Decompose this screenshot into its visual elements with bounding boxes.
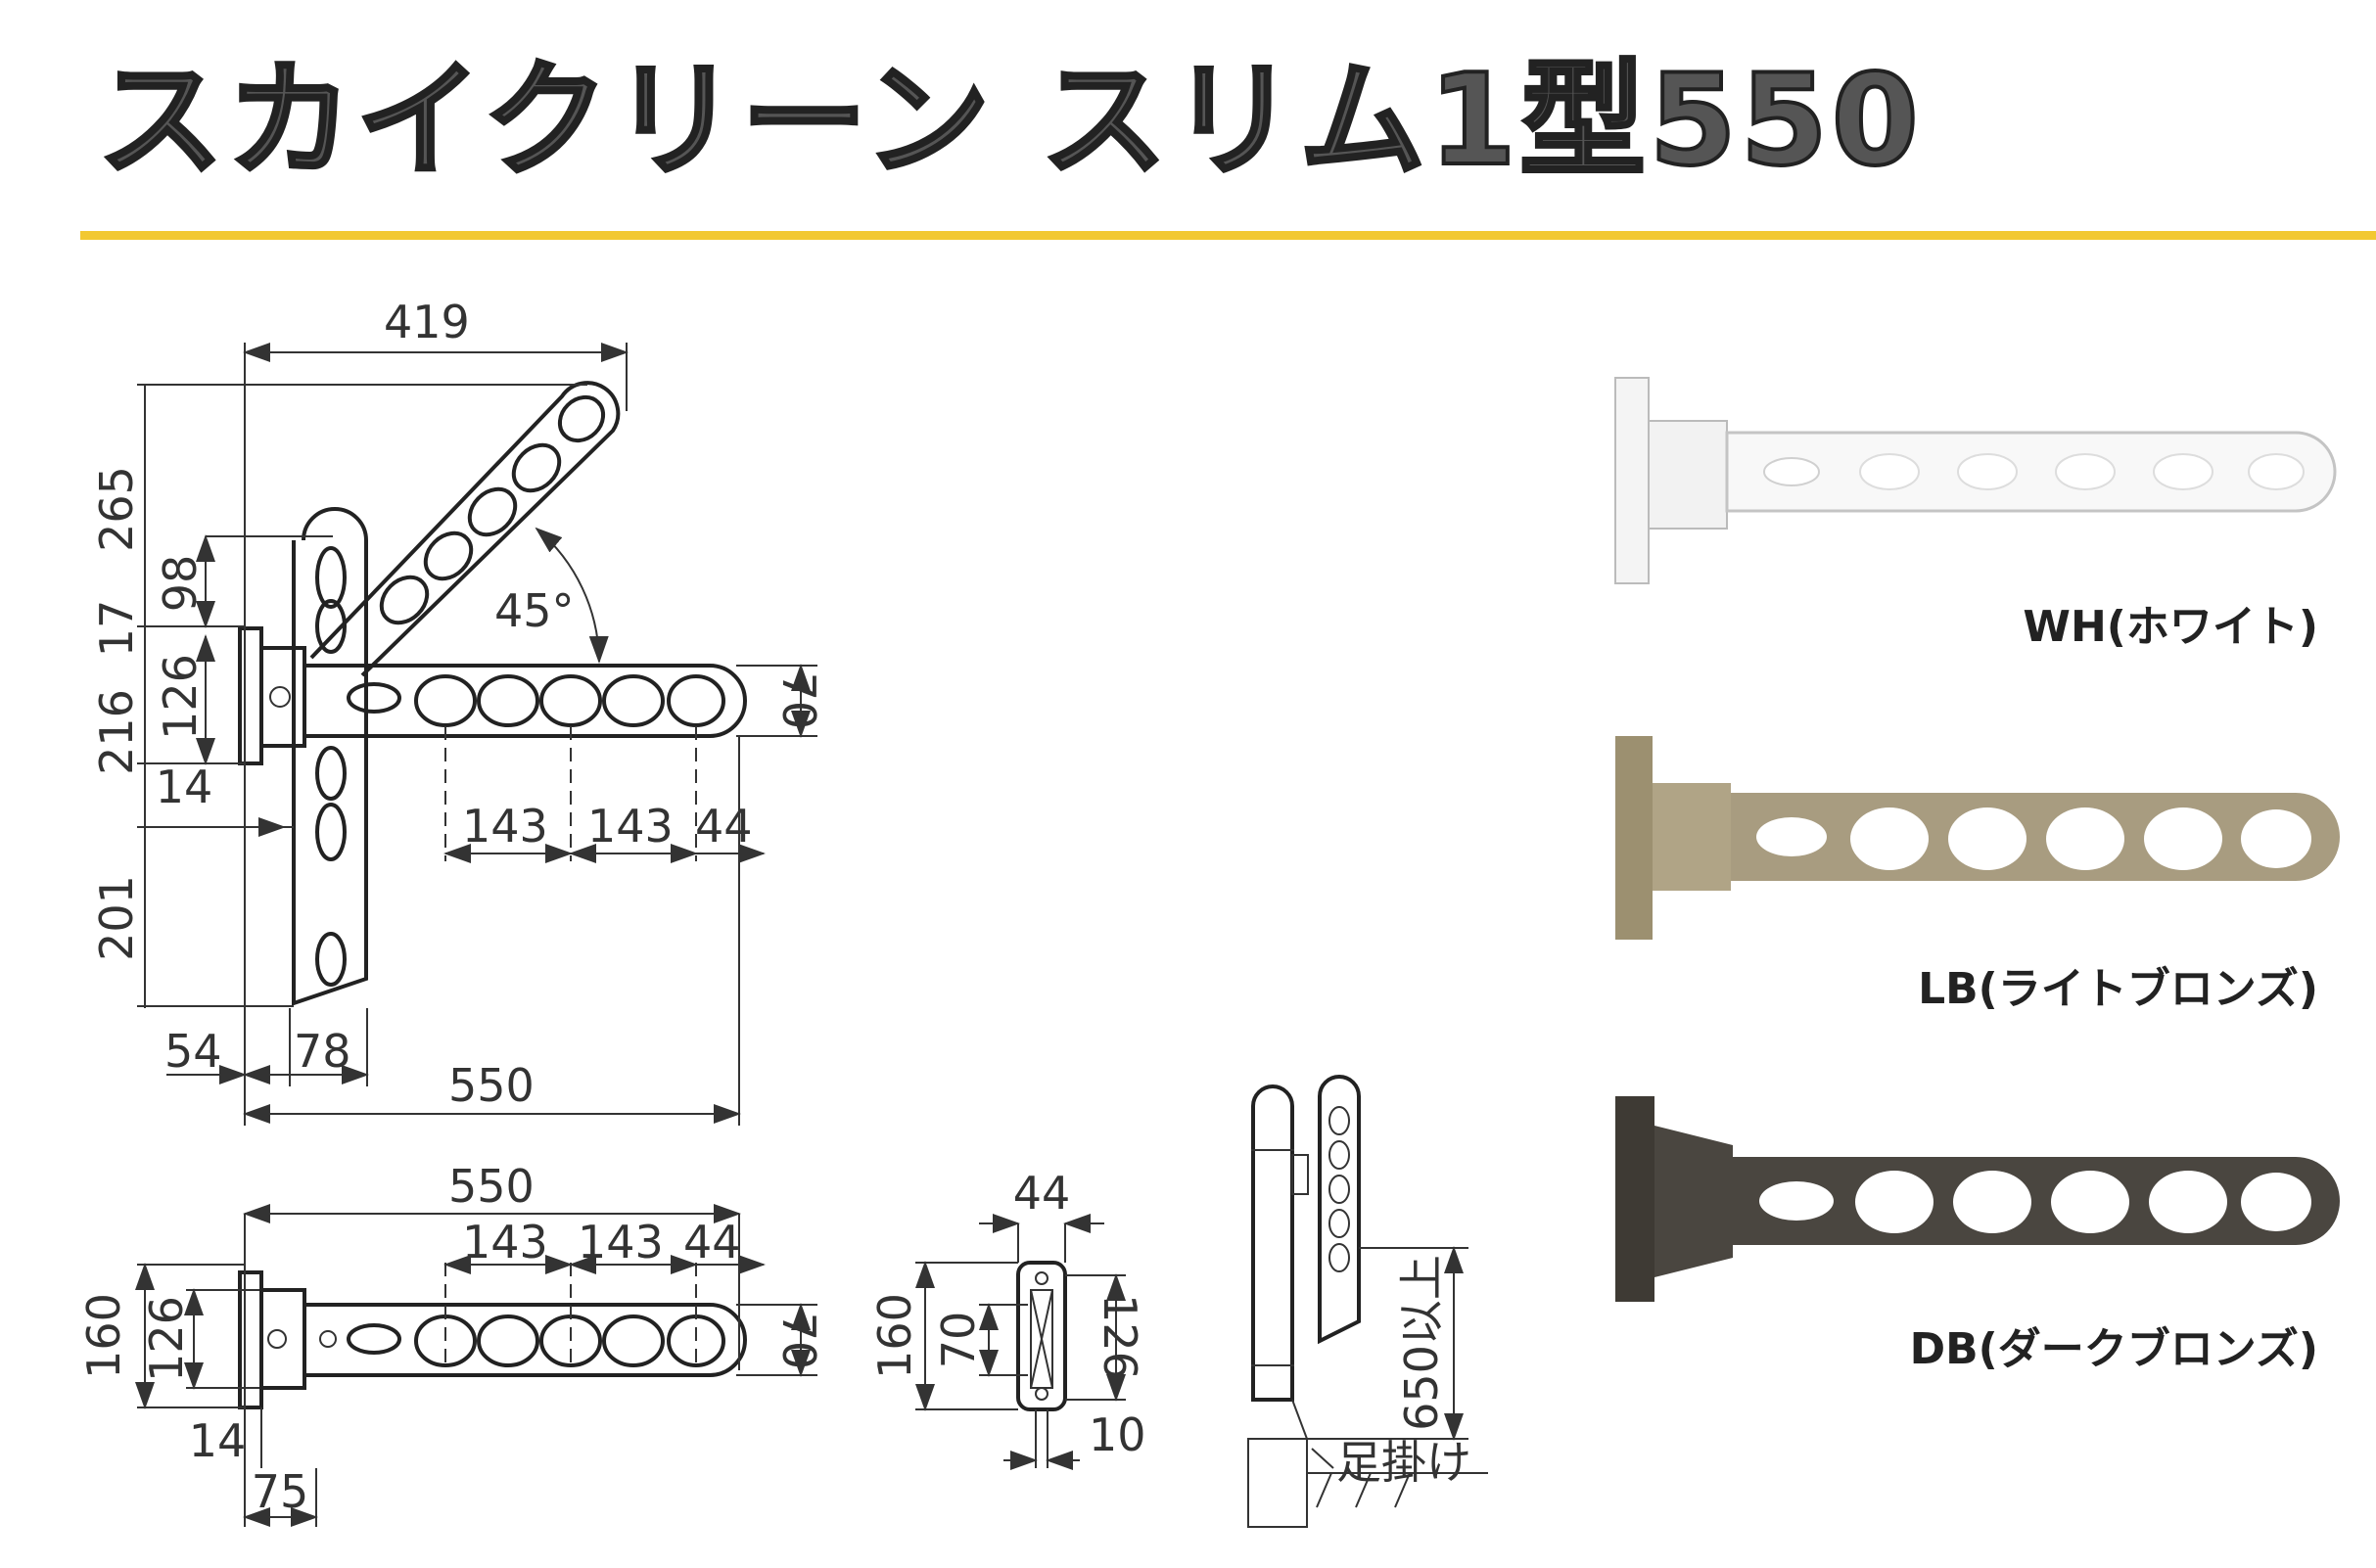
title-underline [80,231,2376,240]
dim-angle: 45° [494,584,575,637]
side-dim-126: 126 [1094,1294,1146,1380]
dim-44: 44 [695,800,753,853]
front-dim-44: 44 [683,1216,741,1268]
white-arm-photo [1614,377,2337,584]
side-dim-70: 70 [932,1312,985,1369]
side-dim-44: 44 [1013,1167,1071,1220]
dim-126: 126 [154,654,207,740]
wall-plate [238,626,263,765]
dim-14: 14 [156,761,213,813]
front-dim-143a: 143 [462,1216,548,1268]
front-dim-160: 160 [77,1293,130,1379]
product-label-lb: LB(ライトブロンズ) [1918,964,2318,1014]
product-label-wh: WH(ホワイト) [2023,602,2318,652]
dim-70: 70 [772,672,825,730]
dim-419: 419 [384,296,470,348]
front-dim-550: 550 [448,1160,535,1213]
front-view-drawing [135,1204,817,1527]
side-view-drawing [915,1214,1126,1470]
dim-54: 54 [164,1025,222,1078]
side-dim-160: 160 [868,1293,921,1379]
product-label-db: DB(ダークブロンズ) [1910,1324,2318,1374]
front-dim-75: 75 [252,1465,309,1518]
dim-78: 78 [294,1025,351,1078]
front-dim-14: 14 [189,1414,247,1467]
dim-98: 98 [154,555,207,613]
dim-17: 17 [90,600,143,658]
install-height-label: 650以上 [1395,1255,1448,1431]
dim-201: 201 [90,875,143,961]
front-dim-143b: 143 [578,1216,664,1268]
dim-143a: 143 [462,800,548,853]
horizontal-arm [303,664,747,738]
dim-265: 265 [90,466,143,552]
side-dim-10: 10 [1089,1408,1146,1461]
dim-143b: 143 [587,800,674,853]
install-view-drawing [1247,1075,1488,1528]
dim-216: 216 [90,689,143,775]
plan-view-drawing [137,343,817,1126]
foothold-label: 足掛け [1336,1436,1471,1489]
dim-550: 550 [448,1059,535,1112]
folded-arm [292,507,368,1006]
light-bronze-arm-photo [1615,736,2340,940]
dark-bronze-arm-photo [1615,1096,2340,1302]
front-dim-126: 126 [140,1296,193,1382]
page-title: スカイクリーン スリム1型550 [96,48,1923,194]
front-dim-70: 70 [772,1313,825,1370]
base-bracket [259,646,306,748]
raised-arm [309,381,621,677]
